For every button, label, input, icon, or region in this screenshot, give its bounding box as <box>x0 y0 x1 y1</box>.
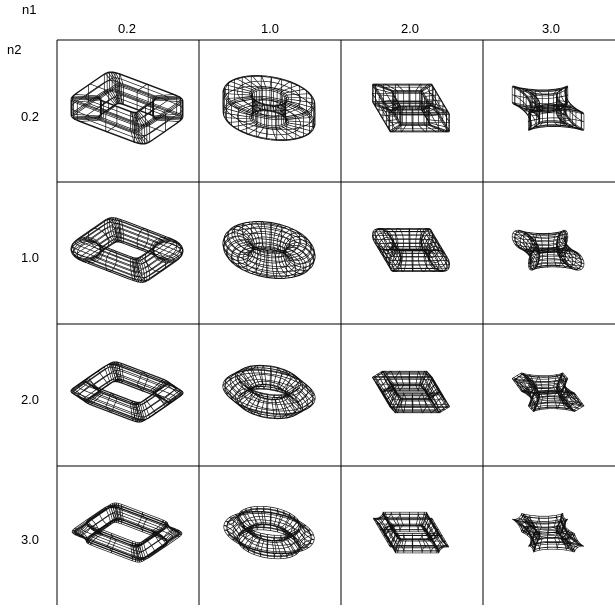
shape-parallel-line <box>71 223 183 278</box>
star-torus-icon <box>483 40 615 182</box>
shape-meridian-line <box>270 507 272 530</box>
shape-meridian-line <box>416 512 421 532</box>
shape-drawing <box>483 324 615 466</box>
shape-parallel-line <box>73 367 181 420</box>
shape-meridian-line <box>409 512 410 532</box>
shape-meridian-line <box>396 512 404 532</box>
round-torus-icon <box>199 324 341 466</box>
star-torus-icon <box>483 466 615 605</box>
shape-parallel-line <box>72 506 182 560</box>
shape-parallel-line <box>98 84 157 113</box>
shape-parallel-line <box>515 231 581 256</box>
shape-parallel-line <box>393 385 430 399</box>
shape-drawing <box>57 324 199 466</box>
diamond-box-torus-icon <box>341 466 483 605</box>
shape-drawing <box>199 324 341 466</box>
squarish-torus-icon <box>57 40 199 182</box>
diamond-box-torus-icon <box>341 182 483 324</box>
shape-drawing <box>483 40 615 182</box>
shape-meridian-line <box>106 393 117 413</box>
shape-meridian-line <box>401 533 406 553</box>
shape-meridian-line <box>261 506 266 529</box>
squarish-torus-icon <box>57 182 199 324</box>
squarish-torus-icon <box>57 466 199 605</box>
shape-meridian-line <box>412 106 413 132</box>
shape-parallel-line <box>75 507 179 558</box>
diamond-box-torus-icon <box>341 324 483 466</box>
shape-meridian-line <box>412 533 413 553</box>
shape-meridian-line <box>409 84 410 110</box>
shape-drawing <box>483 466 615 605</box>
shape-meridian-line <box>267 535 269 558</box>
shape-drawing <box>483 182 615 324</box>
shape-parallel-line <box>75 508 179 559</box>
round-torus-icon <box>199 182 341 324</box>
shape-meridian-line <box>418 533 426 553</box>
round-torus-icon <box>199 466 341 605</box>
shape-drawing <box>199 40 341 182</box>
shape-meridian-line <box>137 371 148 391</box>
shape-parallel-line <box>98 104 157 133</box>
shape-drawing <box>57 466 199 605</box>
shape-parallel-line <box>73 364 181 417</box>
shape-drawing <box>57 182 199 324</box>
shape-meridian-line <box>272 535 277 558</box>
shape-drawing <box>341 40 483 182</box>
diamond-box-torus-icon <box>341 40 483 182</box>
shape-drawing <box>199 182 341 324</box>
shape-drawing <box>199 466 341 605</box>
squarish-torus-icon <box>57 324 199 466</box>
shape-meridian-line <box>272 395 277 419</box>
star-torus-icon <box>483 182 615 324</box>
shape-meridian-line <box>270 366 272 390</box>
shape-drawing <box>341 466 483 605</box>
shape-meridian-line <box>267 250 269 277</box>
shape-meridian-line <box>261 365 266 389</box>
star-torus-icon <box>483 324 615 466</box>
shape-meridian-line <box>270 222 272 249</box>
shape-meridian-line <box>412 393 413 413</box>
shape-meridian-line <box>409 371 410 391</box>
round-torus-icon <box>199 40 341 182</box>
shape-drawing <box>341 324 483 466</box>
shape-drawing <box>341 182 483 324</box>
shape-drawing <box>57 40 199 182</box>
shape-meridian-line <box>267 394 269 418</box>
